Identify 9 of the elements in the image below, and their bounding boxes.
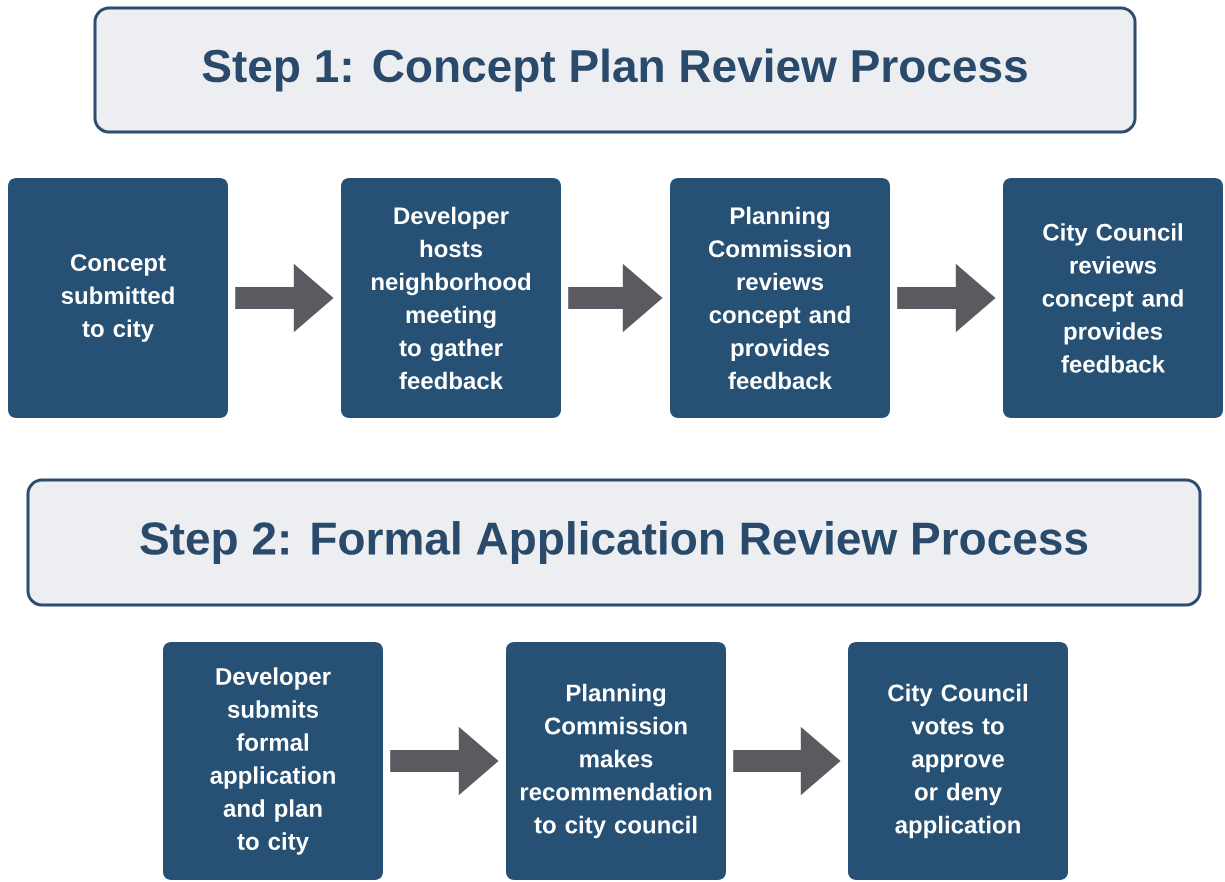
process-box: City Council votes to approve or deny application (848, 642, 1068, 880)
process-box: Developer hosts neighborhood meeting to gather feedback (341, 178, 561, 418)
process-box: Concept submitted to city (8, 178, 228, 418)
process-box: Planning Commission reviews concept and provides feedback (670, 178, 890, 418)
heading-band: Step 2: Formal Application Review Process (26, 478, 1202, 607)
process-box: City Council reviews concept and provides feedback (1003, 178, 1223, 418)
process-box: Developer submits formal application and plan to city (163, 642, 383, 880)
process-box: Planning Commission makes recommendation to city council (506, 642, 726, 880)
heading-band: Step 1: Concept Plan Review Process (93, 6, 1137, 134)
